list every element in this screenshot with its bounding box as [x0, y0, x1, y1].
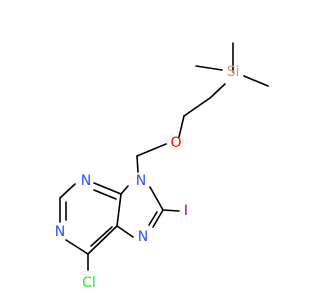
bond-ch2-n9 — [136, 155, 139, 173]
bond-si-ch2 — [209, 83, 226, 99]
bond-o-ch2 — [136, 143, 167, 157]
atom-n9: N — [136, 173, 146, 189]
atom-i: I — [184, 203, 188, 219]
bond-si-methyl-right — [243, 75, 269, 87]
atom-cl: Cl — [82, 275, 96, 291]
atom-o: O — [170, 135, 181, 151]
bond-c8-n7 — [152, 209, 164, 228]
molecule-diagram: Si O N N N N I Cl — [55, 42, 269, 291]
atom-n1: N — [55, 224, 65, 240]
bond-ch2-ch2 — [183, 97, 211, 117]
bond-c4-n3 — [93, 182, 122, 195]
bond-n3-c2 — [59, 183, 76, 199]
bond-c8-n7-inner — [148, 211, 158, 226]
bond-c6-c5-inner — [90, 226, 113, 247]
bond-c4-n9 — [120, 185, 129, 195]
bond-n1-c6 — [65, 239, 89, 255]
bond-c4-n3-inner — [93, 189, 117, 200]
bond-n7-c5 — [116, 225, 134, 238]
atom-si: Si — [227, 64, 240, 80]
structure-drawing: Si O N N N N I Cl — [55, 42, 269, 291]
bond-c6-c5 — [87, 225, 118, 255]
bond-si-methyl-left — [195, 65, 223, 71]
bond-ch2-o — [178, 115, 185, 138]
bond-n9-c8 — [149, 186, 164, 211]
atom-n7: N — [138, 229, 148, 245]
bond-c5-c4 — [116, 193, 122, 227]
bond-c8-i — [162, 209, 180, 212]
atom-n3: N — [81, 173, 91, 189]
